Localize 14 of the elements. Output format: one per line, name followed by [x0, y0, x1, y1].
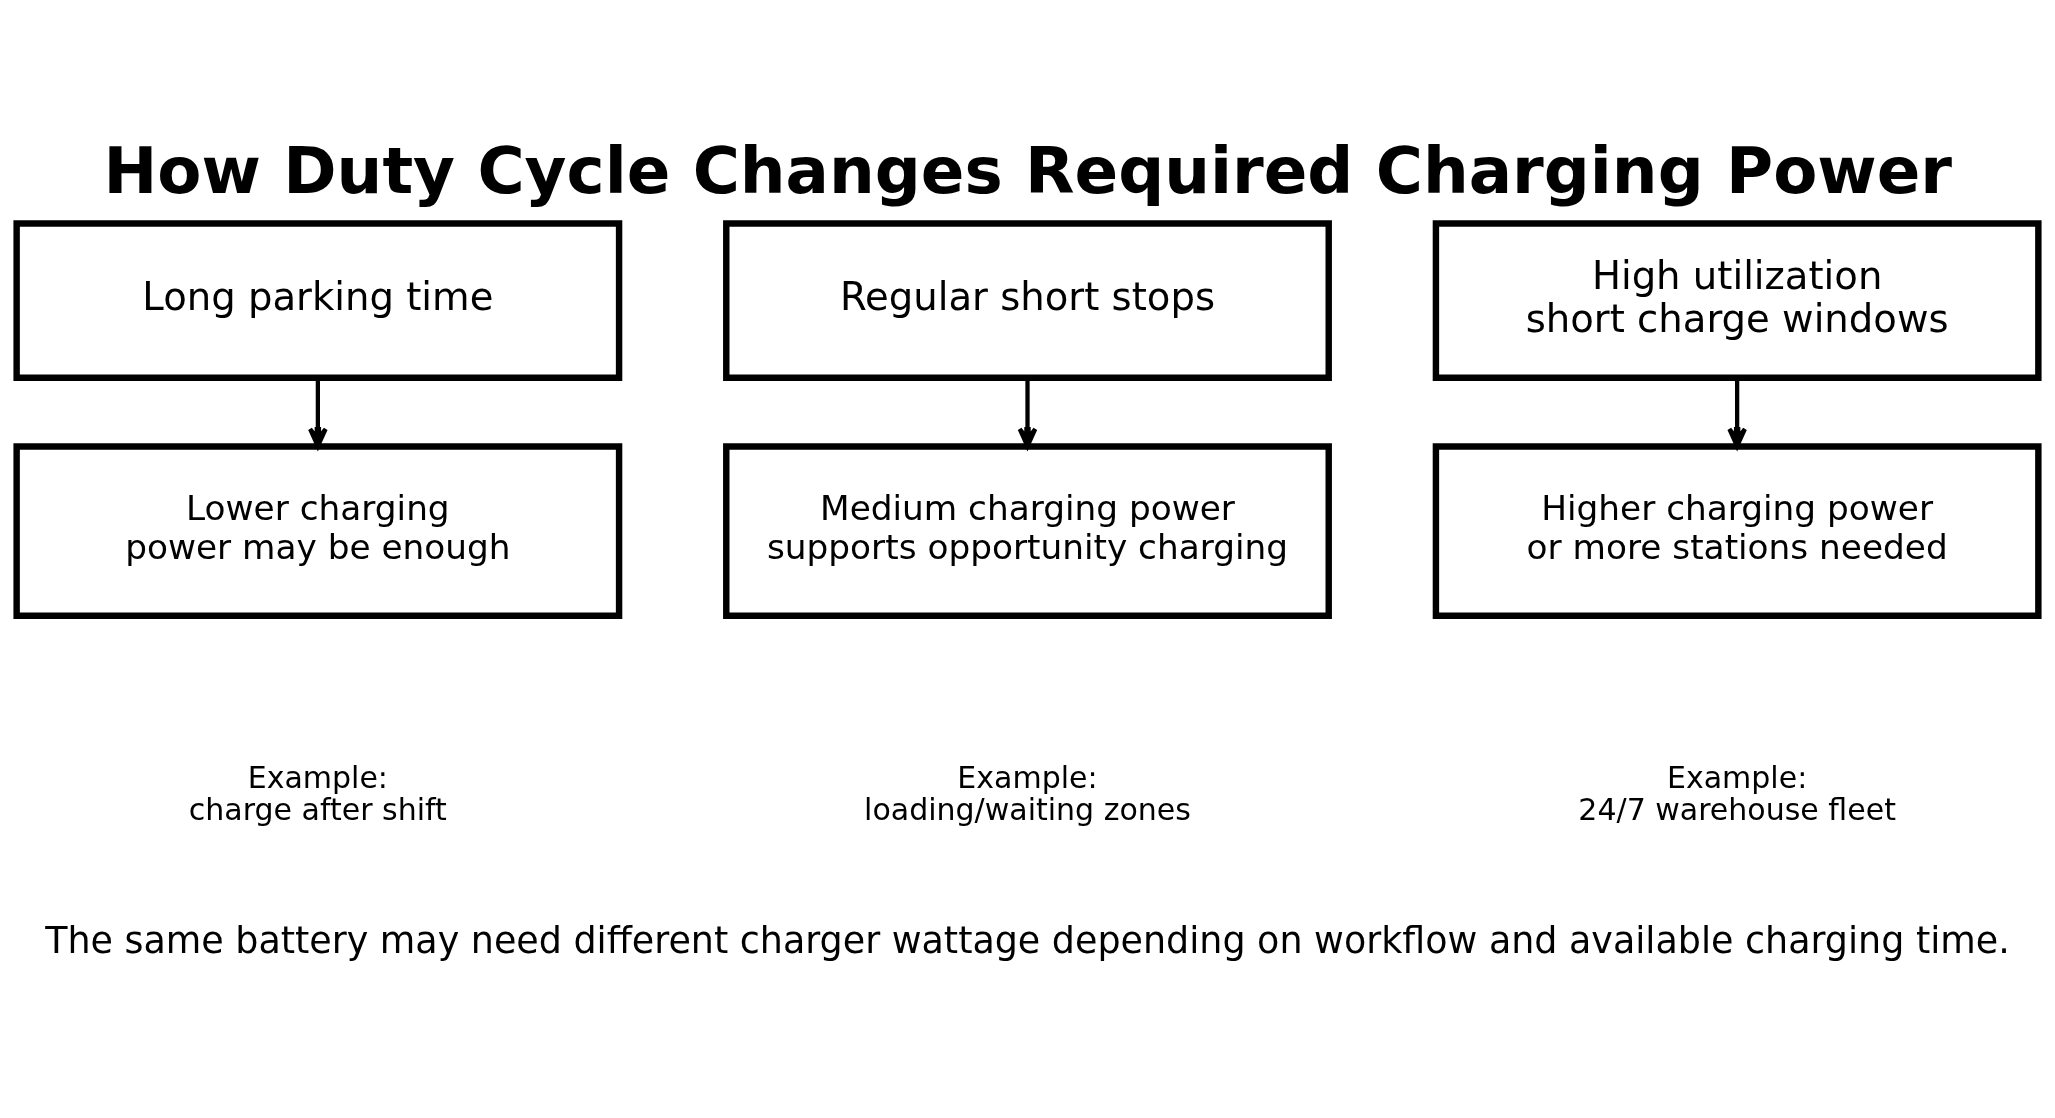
node-box: Higher charging power or more stations needed — [1432, 443, 2042, 620]
node-box: High utilization short charge windows — [1432, 220, 2042, 382]
arrow — [1727, 378, 1747, 449]
caption: The same battery may need different charger wattage depending on workflow and available charging time. — [45, 918, 2010, 962]
arrow — [1017, 378, 1038, 449]
node-box: Lower charging power may be enough — [13, 443, 623, 620]
label: Example: charge after shift — [188, 759, 447, 827]
label: Example: 24/7 warehouse fleet — [1578, 759, 1896, 827]
node-box: Medium charging power supports opportunity charging — [723, 443, 1332, 620]
node-box: Long parking time — [13, 220, 623, 382]
arrow — [308, 378, 328, 449]
label: Example: loading/waiting zones — [864, 759, 1191, 827]
diagram-title: How Duty Cycle Changes Required Charging Power — [103, 133, 1953, 209]
node-box: Regular short stops — [723, 220, 1332, 382]
